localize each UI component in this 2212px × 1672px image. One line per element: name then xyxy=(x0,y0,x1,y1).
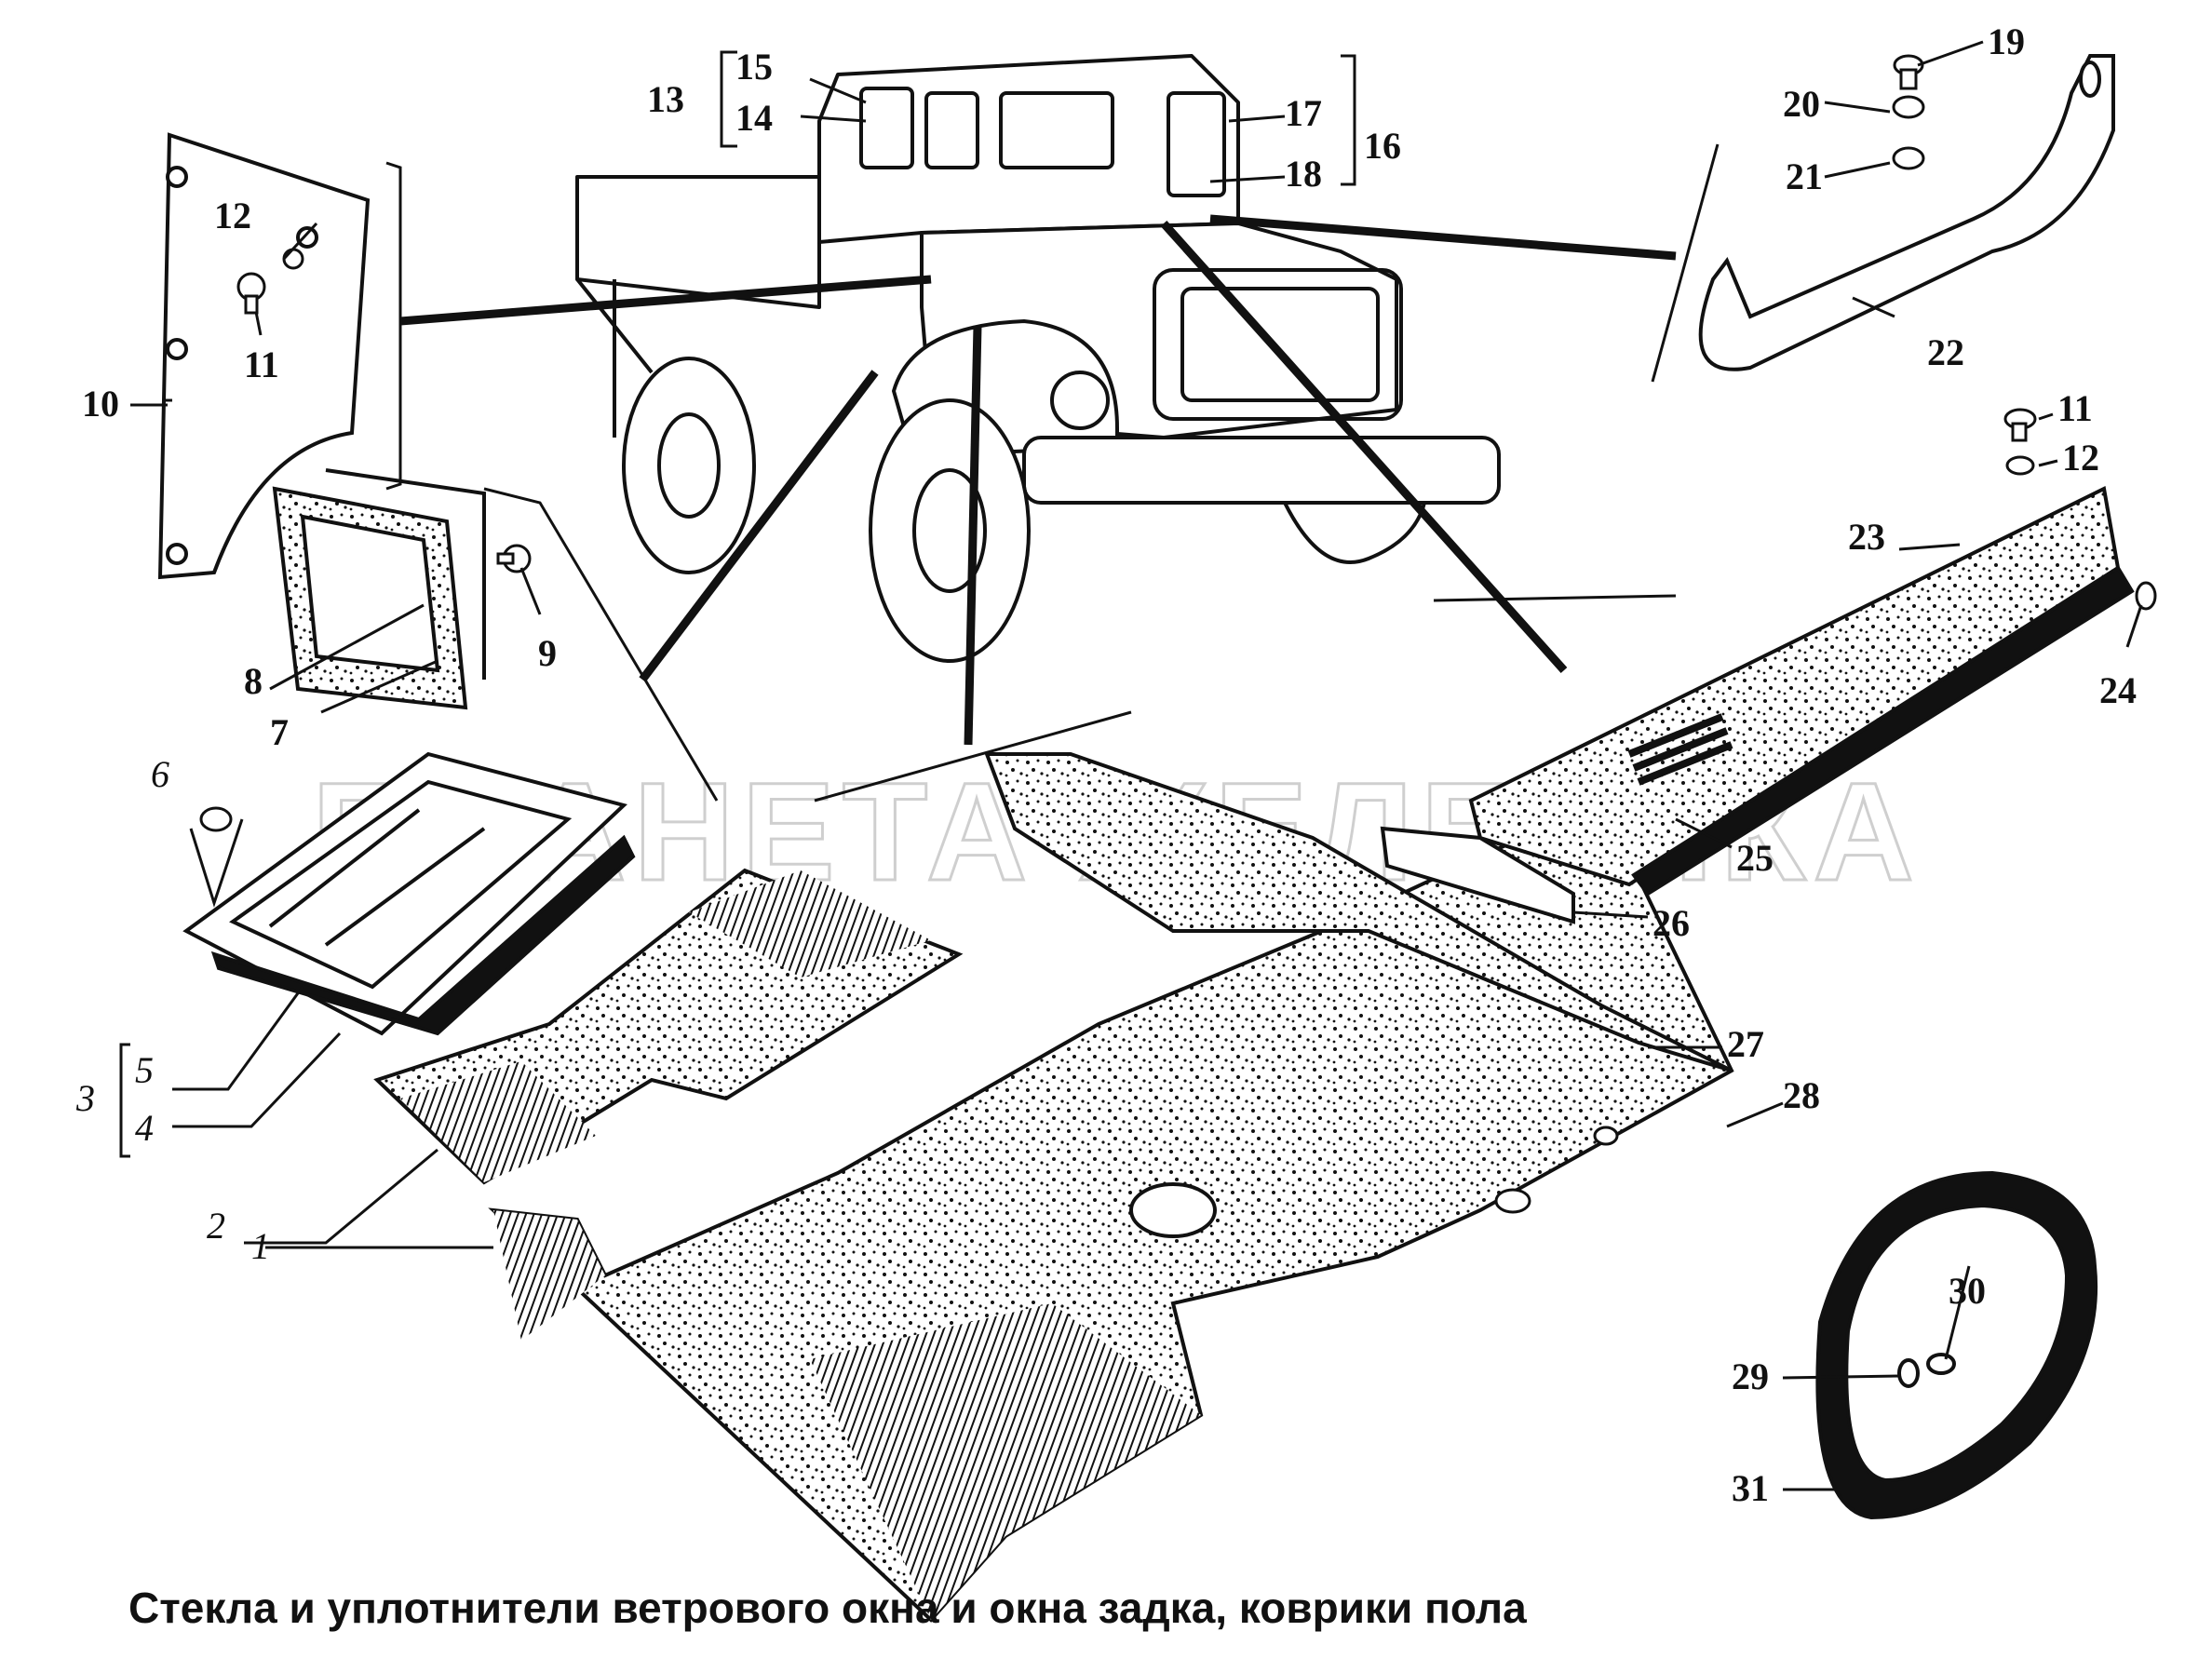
windshield-left xyxy=(999,91,1114,169)
label-16: 16 xyxy=(1364,125,1401,167)
label-14: 14 xyxy=(735,97,773,139)
clip-24 xyxy=(2135,581,2157,611)
leader-lines xyxy=(399,214,1677,746)
label-2: 2 xyxy=(207,1205,225,1247)
brackets xyxy=(119,50,1720,1158)
rear-window xyxy=(859,87,914,169)
front-wheel xyxy=(869,398,1031,663)
label-20: 20 xyxy=(1783,83,1820,125)
nut-6 xyxy=(199,806,233,832)
grille xyxy=(1153,268,1403,421)
label-7: 7 xyxy=(270,711,289,753)
label-31: 31 xyxy=(1732,1467,1769,1509)
gasket-31 xyxy=(1815,1170,2098,1520)
label-18: 18 xyxy=(1285,153,1322,195)
clip-9 xyxy=(496,544,532,573)
side-panel-10 xyxy=(157,132,371,580)
label-30: 30 xyxy=(1949,1270,1986,1312)
floor-mat-27 xyxy=(984,752,1733,1072)
label-17: 17 xyxy=(1285,92,1322,134)
label-19: 19 xyxy=(1988,20,2025,62)
label-23: 23 xyxy=(1848,516,1885,558)
label-4: 4 xyxy=(135,1107,154,1149)
label-13: 13 xyxy=(647,78,684,120)
label-6: 6 xyxy=(151,753,169,795)
label-22: 22 xyxy=(1927,331,1964,373)
bolt-11 xyxy=(236,248,304,315)
windshield-right xyxy=(1167,91,1226,197)
label-25: 25 xyxy=(1736,837,1774,879)
label-12: 12 xyxy=(214,195,251,236)
label-3: 3 xyxy=(75,1077,95,1119)
bolt-19 xyxy=(1892,54,1925,170)
window-seal-7-8 xyxy=(272,468,486,710)
label-29: 29 xyxy=(1732,1355,1769,1397)
label-1: 1 xyxy=(251,1225,270,1267)
label-21: 21 xyxy=(1786,155,1823,197)
label-8: 8 xyxy=(244,660,263,702)
label-11: 11 xyxy=(244,344,279,385)
rear-wheel xyxy=(622,357,756,574)
label-9: 9 xyxy=(538,632,557,674)
label-pointers xyxy=(130,40,2143,1491)
label-12b: 12 xyxy=(2062,437,2099,479)
cowl-panel-23 xyxy=(1380,486,2135,924)
diagram-caption: Стекла и уплотнители ветрового окна и ок… xyxy=(128,1584,1527,1632)
label-28: 28 xyxy=(1783,1074,1820,1116)
label-15: 15 xyxy=(735,46,773,88)
label-11b: 11 xyxy=(2057,387,2093,429)
bumper xyxy=(1022,436,1501,505)
label-10: 10 xyxy=(82,383,119,425)
hatch-cover-3 xyxy=(182,751,636,1036)
headlight xyxy=(1050,371,1110,430)
bolt-11b xyxy=(2003,408,2037,476)
label-27: 27 xyxy=(1727,1023,1764,1065)
side-window xyxy=(924,91,979,169)
label-26: 26 xyxy=(1652,902,1690,944)
part-labels: 1 2 3 4 5 6 7 8 9 10 11 12 13 14 15 16 1… xyxy=(75,20,2137,1509)
truck-illustration xyxy=(575,54,1501,663)
label-5: 5 xyxy=(135,1049,154,1091)
mirror-bracket-22 xyxy=(1698,54,2115,371)
label-24: 24 xyxy=(2099,669,2137,711)
